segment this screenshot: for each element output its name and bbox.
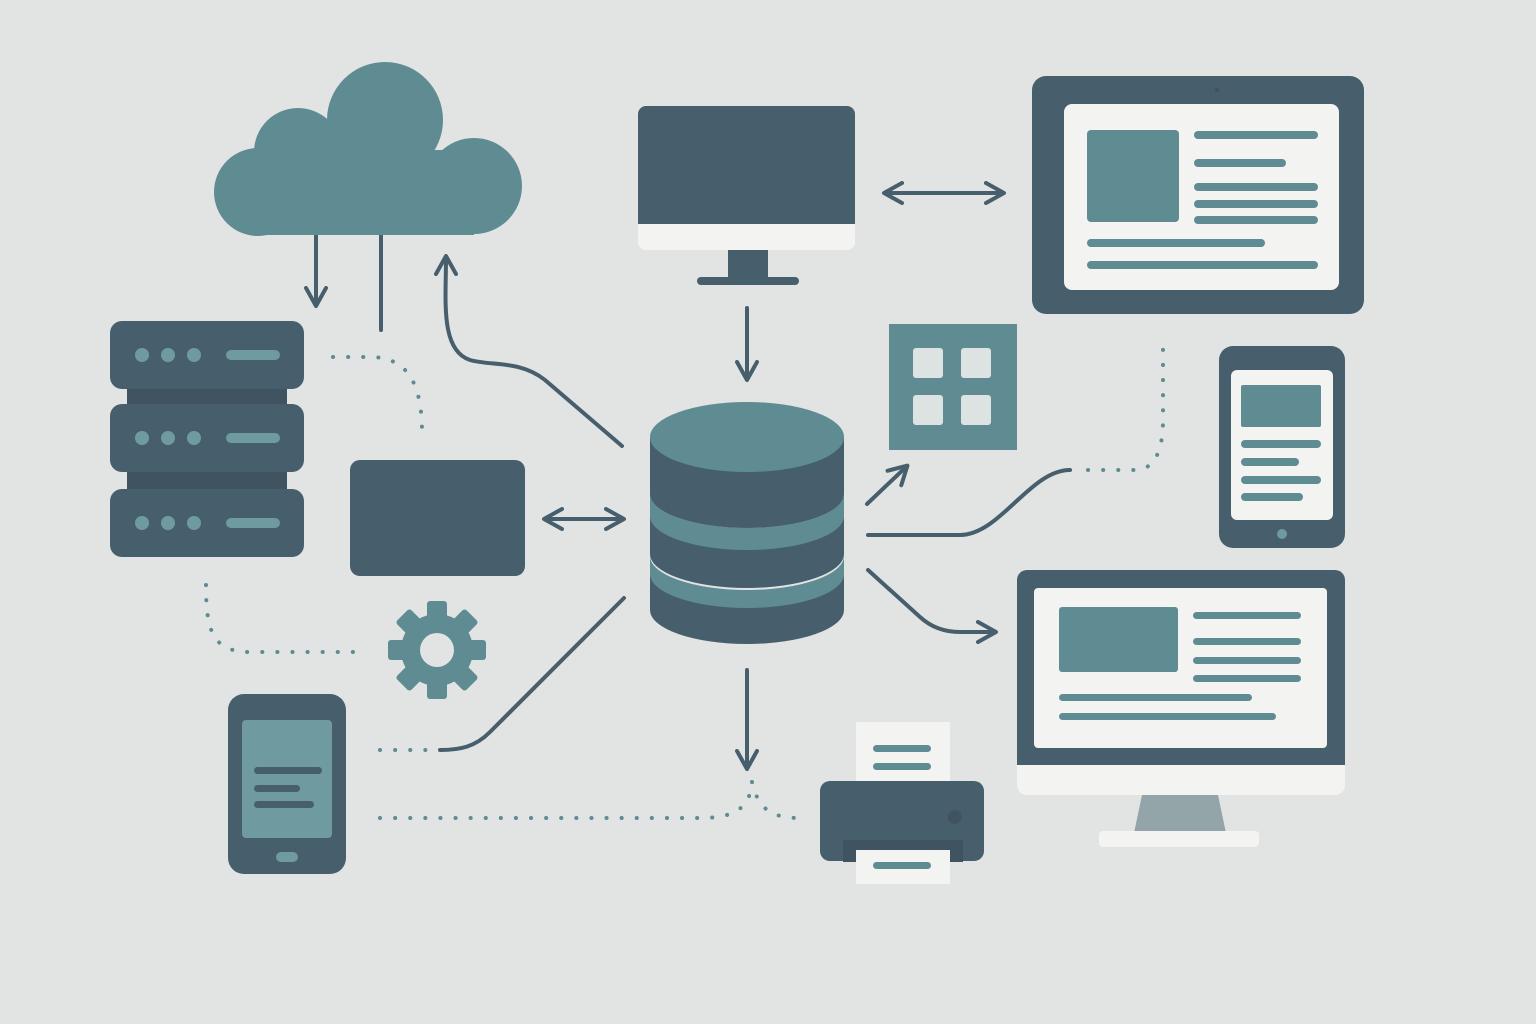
server-rack-icon: [110, 321, 304, 557]
dotted-line-printer-join: [750, 780, 802, 820]
line-database-to-tablet: [866, 468, 1072, 537]
line-database-to-phone: [438, 596, 626, 752]
dotted-line-tablet-link: [1086, 343, 1165, 472]
tablet-portrait-icon: [1219, 346, 1345, 548]
arrow-database-to-monitor: [866, 568, 998, 644]
printer-icon: [820, 722, 984, 884]
smartphone-icon: [228, 694, 346, 874]
server-unit-2: [110, 404, 304, 472]
database-icon: [650, 402, 844, 644]
server-unit-1: [110, 321, 304, 389]
monitor-stand: [1134, 795, 1226, 833]
app-grid-icon: [889, 324, 1017, 450]
panel-box-icon: [350, 460, 525, 576]
cloud-icon: [214, 62, 522, 236]
tablet-landscape-icon: [1032, 76, 1364, 314]
dotted-line-server-to-settings: [204, 583, 367, 654]
dotted-line-phone-to-printer: [378, 780, 754, 820]
arrow-database-to-cloud: [433, 254, 624, 448]
phone-screen: [242, 720, 332, 838]
server-unit-3: [110, 489, 304, 557]
monitor-base: [1099, 831, 1259, 847]
phone-home-button: [276, 852, 298, 862]
monitor-large-icon: [1017, 570, 1345, 847]
desktop-monitor-icon: [638, 106, 855, 285]
dotted-line-server-to-panel: [331, 355, 424, 434]
dotted-connectors: [204, 343, 1165, 820]
arrow-database-to-app-grid: [865, 463, 910, 506]
connectors: [304, 158, 1072, 771]
gear-icon: [388, 601, 486, 699]
